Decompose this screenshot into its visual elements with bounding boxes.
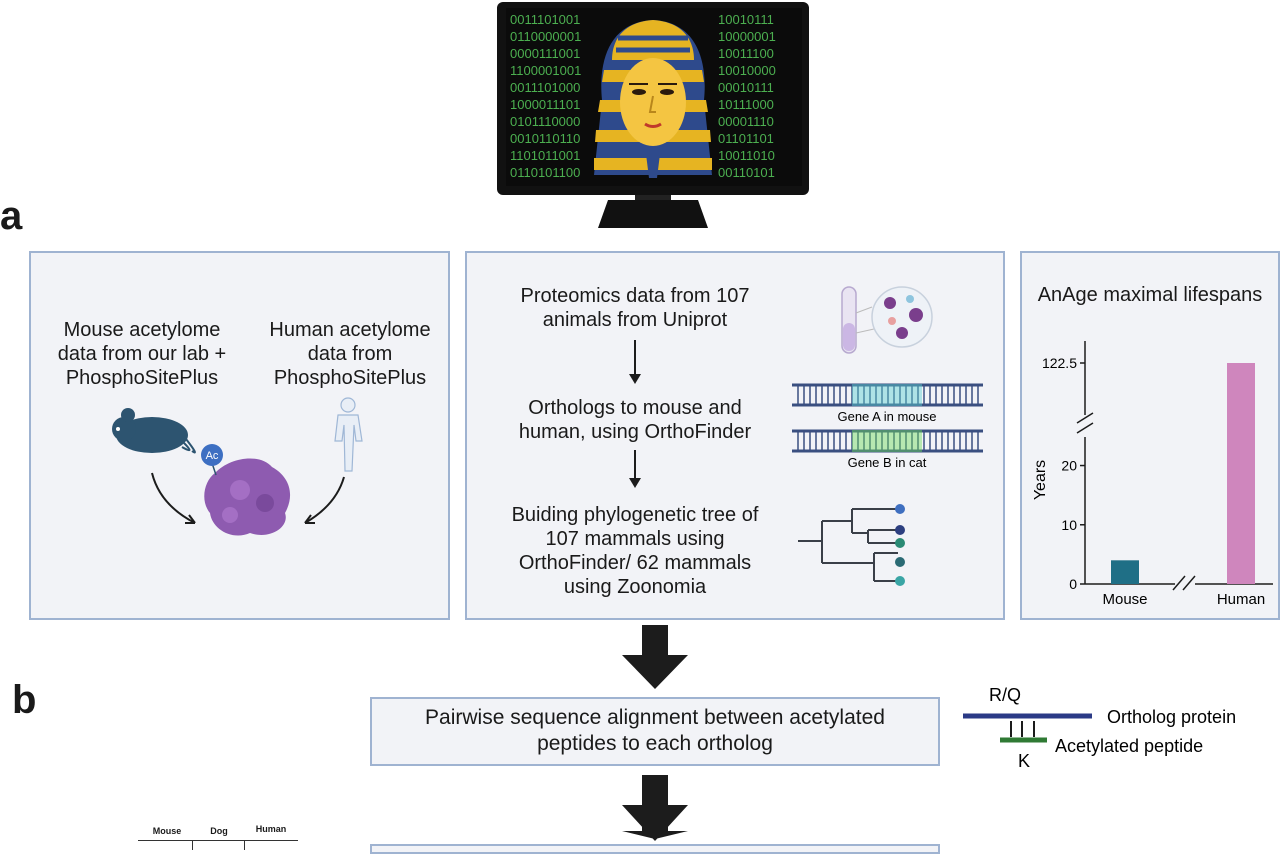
- y-tick-label: 10: [1061, 517, 1077, 533]
- step-orthologs-text: Orthologs to mouse and human, using Orth…: [490, 396, 780, 444]
- mouse-icon: [112, 408, 196, 454]
- alignment-line: Pairwise sequence alignment between acet…: [425, 706, 885, 729]
- mouse-text-line: Mouse acetylome: [63, 319, 221, 341]
- ortholog-protein-label: Ortholog protein: [1107, 707, 1236, 727]
- table-col-divider: [244, 840, 245, 850]
- binary-row-right: 10111000: [718, 97, 774, 112]
- mouse-acetylome-text: Mouse acetylome data from our lab + Phos…: [42, 318, 242, 390]
- binary-code-background: 0011101001 10010111 0110000001 10000001 0000…: [510, 12, 776, 180]
- step2-line: Orthologs to mouse and: [528, 397, 742, 419]
- human-figure-icon: [334, 397, 363, 472]
- gene-b-label: Gene B in cat: [848, 455, 927, 470]
- x-axis-break: [1182, 575, 1196, 591]
- chart-title: AnAge maximal lifespans: [1037, 284, 1263, 306]
- y-tick-label: 20: [1061, 458, 1077, 474]
- binary-row-left: 0110000001: [510, 29, 581, 44]
- binary-row-left: 1101011001: [510, 148, 580, 163]
- y-axis-break: [1076, 422, 1094, 434]
- x-tick-label: Human: [1217, 591, 1265, 608]
- pipeline-illustrations: Gene A in mouse Gene B in cat: [792, 286, 983, 586]
- alignment-legend: R/Q Ortholog protein Acetylated peptide …: [963, 685, 1236, 771]
- acetylated-peptide-label: Acetylated peptide: [1055, 736, 1203, 756]
- panel-label-b: b: [12, 678, 37, 722]
- gene-a-dna-icon: [792, 383, 983, 407]
- pharaoh-mask-icon: [594, 20, 712, 178]
- binary-row-left: 1100001001: [510, 63, 581, 78]
- binary-row-left: 1000011101: [510, 97, 580, 112]
- monitor-stand: [598, 200, 708, 228]
- acetyl-badge-icon: [201, 444, 223, 466]
- binary-row-left: 0011101000: [510, 80, 580, 95]
- alignment-line: peptides to each ortholog: [537, 732, 773, 755]
- top-residue-label: R/Q: [989, 685, 1021, 705]
- mini-table: Mouse Dog Human: [138, 824, 298, 850]
- left-panel-acetylome: [29, 251, 450, 620]
- protein-icon: [204, 458, 291, 536]
- monitor-illustration: 0011101001 10010111 0110000001 10000001 0000…: [497, 2, 809, 228]
- table-header-dog: Dog: [210, 826, 228, 836]
- y-axis-label: Years: [1032, 460, 1049, 500]
- table-header-human: Human: [255, 824, 287, 834]
- big-flow-arrow-2: [622, 775, 688, 841]
- y-axis-break: [1076, 412, 1094, 424]
- step3-line: using Zoonomia: [563, 576, 707, 598]
- protein-mix-icon: [871, 286, 933, 348]
- table-col-divider: [192, 840, 193, 850]
- y-tick-label: 0: [1069, 576, 1077, 592]
- alignment-box: [370, 697, 940, 766]
- binary-row-left: 0110101100: [510, 165, 580, 180]
- bottom-residue-label: K: [1018, 751, 1030, 771]
- alignment-text: Pairwise sequence alignment between acet…: [372, 705, 938, 757]
- pipeline-arrows: [629, 340, 641, 488]
- human-text-line: PhosphoSitePlus: [273, 367, 427, 389]
- test-tube-icon: [841, 286, 875, 354]
- binary-row-right: 00010111: [718, 80, 774, 95]
- step1-line: Proteomics data from 107: [520, 285, 750, 307]
- binary-row-right: 00001110: [718, 114, 774, 129]
- acetyl-badge-label: Ac: [206, 450, 219, 462]
- step-proteomics-text: Proteomics data from 107 animals from Un…: [490, 284, 780, 332]
- table-header-mouse: Mouse: [152, 826, 182, 836]
- mouse-text-line: PhosphoSitePlus: [65, 367, 219, 389]
- human-acetylome-text: Human acetylome data from PhosphoSitePlu…: [250, 318, 450, 390]
- step3-line: OrthoFinder/ 62 mammals: [518, 552, 752, 574]
- step3-line: 107 mammals using: [545, 528, 725, 550]
- acetylome-illustration: Ac: [112, 397, 363, 536]
- human-text-line: Human acetylome: [269, 319, 431, 341]
- y-tick-label: 122.5: [1042, 355, 1077, 371]
- next-step-box: [370, 844, 940, 854]
- binary-row-right: 10011100: [718, 46, 774, 61]
- gene-b-dna-icon: [792, 429, 983, 453]
- table-header-rule: [138, 840, 298, 841]
- binary-row-right: 01101101: [718, 131, 774, 146]
- step-phylogeny-text: Buiding phylogenetic tree of 107 mammals…: [490, 503, 780, 599]
- binary-row-right: 10010000: [718, 63, 776, 78]
- binary-row-right: 10011010: [718, 148, 775, 163]
- x-axis-break: [1172, 575, 1186, 591]
- human-text-line: data from: [307, 343, 393, 365]
- step1-line: animals from Uniprot: [542, 309, 728, 331]
- step2-line: human, using OrthoFinder: [518, 421, 752, 443]
- bar-mouse: [1111, 560, 1139, 584]
- binary-row-right: 10000001: [718, 29, 776, 44]
- x-tick-label: Mouse: [1102, 591, 1147, 608]
- binary-row-left: 0010110110: [510, 131, 580, 146]
- binary-row-left: 0000111001: [510, 46, 580, 61]
- binary-row-left: 0011101001: [510, 12, 580, 27]
- bar-human: [1227, 363, 1255, 584]
- binary-row-right: 00110101: [718, 165, 775, 180]
- mouse-text-line: data from our lab +: [57, 343, 227, 365]
- step3-line: Buiding phylogenetic tree of: [511, 504, 759, 526]
- panel-label-a: a: [0, 194, 23, 238]
- phylogenetic-tree-icon: [798, 508, 898, 582]
- binary-row-right: 10010111: [718, 12, 774, 27]
- binary-row-left: 0101110000: [510, 114, 580, 129]
- gene-a-label: Gene A in mouse: [837, 409, 936, 424]
